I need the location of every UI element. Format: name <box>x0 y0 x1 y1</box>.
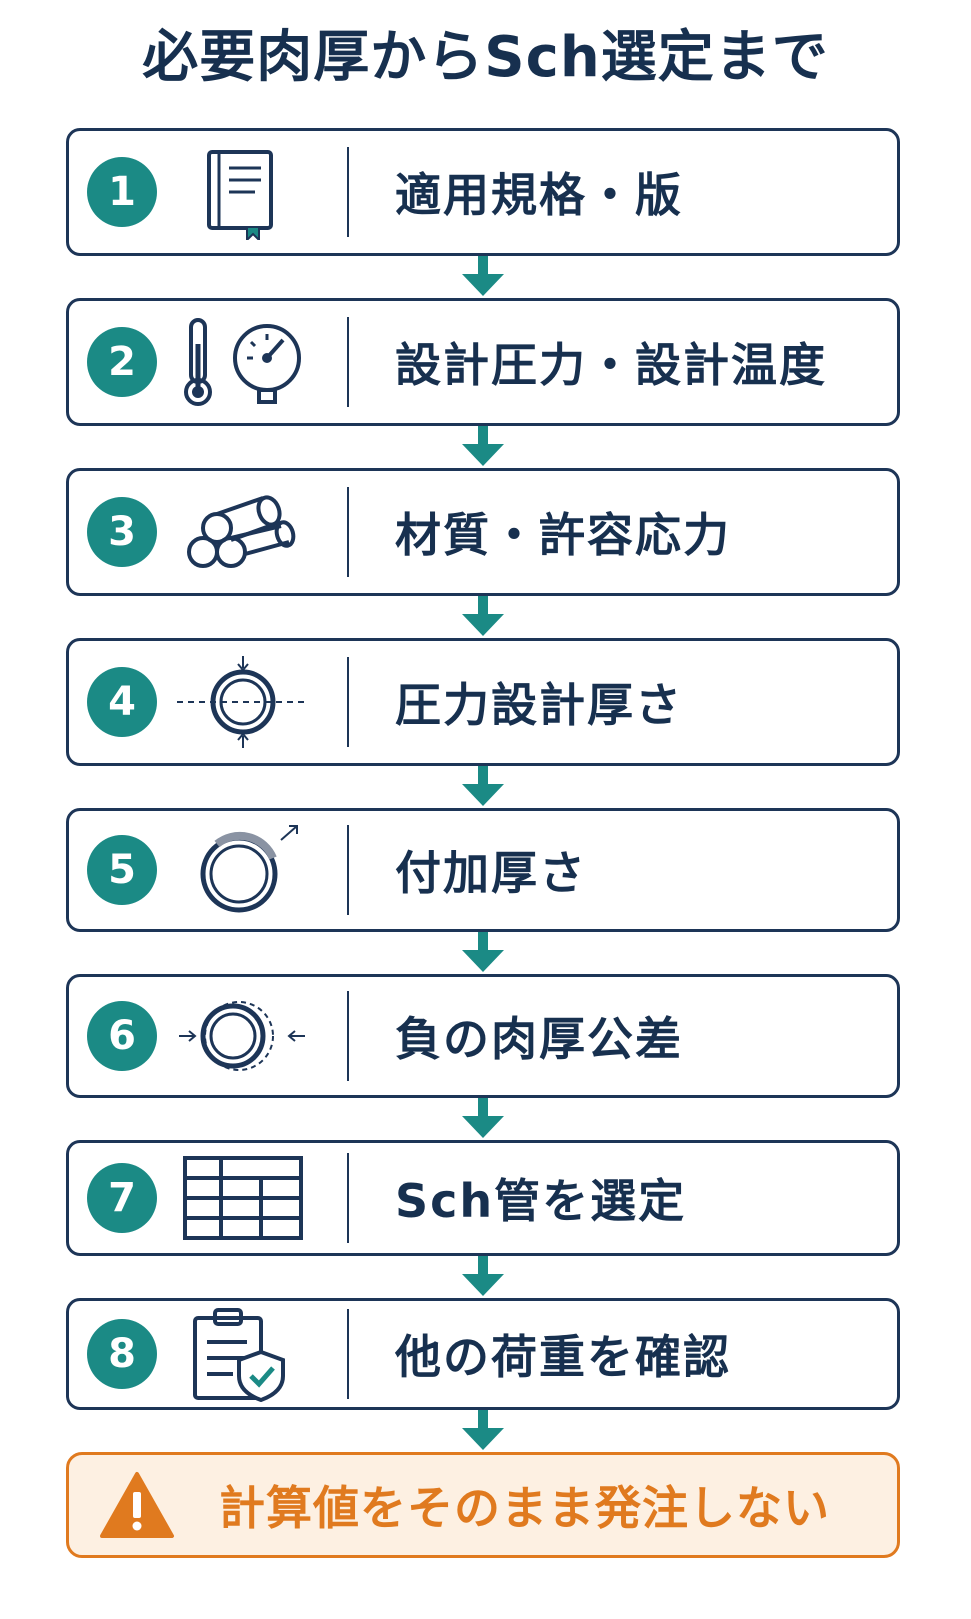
thermometer-gauge-icon <box>177 314 307 410</box>
pipe-stack-icon <box>177 484 307 580</box>
step-label: 圧力設計厚さ <box>395 678 683 732</box>
divider <box>347 1309 349 1399</box>
page-title: 必要肉厚からSch選定まで <box>142 25 829 90</box>
flow-arrow <box>66 1256 900 1298</box>
flow-steps: 1 適用規格・版 2 <box>66 128 900 1558</box>
step-number: 3 <box>87 497 157 567</box>
flow-arrow <box>66 596 900 638</box>
step-label: 設計圧力・設計温度 <box>395 338 827 392</box>
table-icon <box>177 1150 307 1246</box>
pipe-allowance-icon <box>177 822 307 918</box>
pipe-tolerance-icon <box>177 988 307 1084</box>
step-4: 4 圧力設計厚さ <box>66 638 900 766</box>
step-label: Sch管を選定 <box>395 1174 687 1228</box>
step-number: 2 <box>87 327 157 397</box>
step-number: 4 <box>87 667 157 737</box>
divider <box>347 991 349 1081</box>
divider <box>347 147 349 237</box>
step-label: 付加厚さ <box>395 846 587 900</box>
divider <box>347 317 349 407</box>
step-5: 5 付加厚さ <box>66 808 900 932</box>
step-6: 6 負の肉厚公差 <box>66 974 900 1098</box>
warning-text: 計算値をそのまま発注しない <box>219 1481 830 1535</box>
step-label: 適用規格・版 <box>395 168 683 222</box>
flow-arrow <box>66 1098 900 1140</box>
step-8: 8 他の荷重を確認 <box>66 1298 900 1410</box>
flow-arrow <box>66 766 900 808</box>
step-label: 材質・許容応力 <box>395 508 731 562</box>
step-2: 2 設計圧力・設計温度 <box>66 298 900 426</box>
flow-arrow <box>66 256 900 298</box>
divider <box>347 487 349 577</box>
step-7: 7 Sch管を選定 <box>66 1140 900 1256</box>
step-3: 3 材質・許容応力 <box>66 468 900 596</box>
step-1: 1 適用規格・版 <box>66 128 900 256</box>
pipe-pressure-icon <box>177 654 307 750</box>
step-label: 負の肉厚公差 <box>395 1012 683 1066</box>
step-number: 5 <box>87 835 157 905</box>
step-label: 他の荷重を確認 <box>395 1330 731 1384</box>
step-number: 1 <box>87 157 157 227</box>
book-icon <box>177 144 307 240</box>
step-number: 6 <box>87 1001 157 1071</box>
warning-icon <box>99 1470 175 1540</box>
flow-arrow <box>66 1410 900 1452</box>
divider <box>347 657 349 747</box>
clipboard-shield-icon <box>177 1306 307 1402</box>
divider <box>347 825 349 915</box>
flow-arrow <box>66 426 900 468</box>
step-number: 7 <box>87 1163 157 1233</box>
divider <box>347 1153 349 1243</box>
step-number: 8 <box>87 1319 157 1389</box>
warning-box: 計算値をそのまま発注しない <box>66 1452 900 1558</box>
flow-arrow <box>66 932 900 974</box>
